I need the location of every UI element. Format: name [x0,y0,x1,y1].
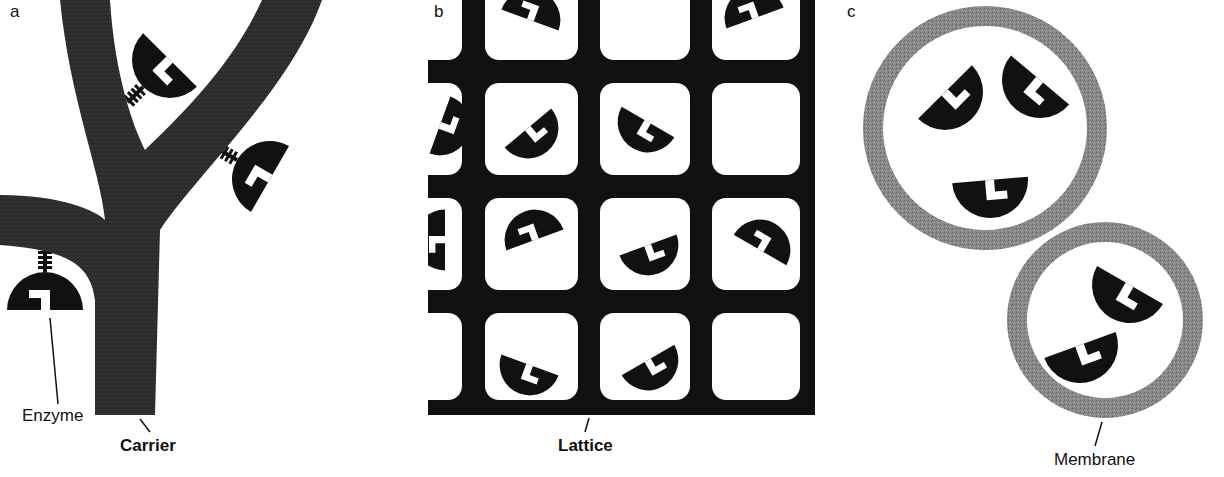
part-label: Lattice [556,436,615,456]
part-label: Membrane [1052,450,1137,470]
carrier [0,0,322,415]
membrane-capsule [873,16,1193,408]
panel-letter: a [8,2,21,22]
lattice [428,0,815,415]
part-label: Carrier [118,436,178,456]
panel-letter: c [845,2,858,22]
encapsulated-enzyme [918,56,1163,394]
leader-line [50,318,1102,446]
panel-letter: b [432,2,445,22]
entrapped-enzyme [428,0,802,404]
part-label: Enzyme [20,406,85,426]
